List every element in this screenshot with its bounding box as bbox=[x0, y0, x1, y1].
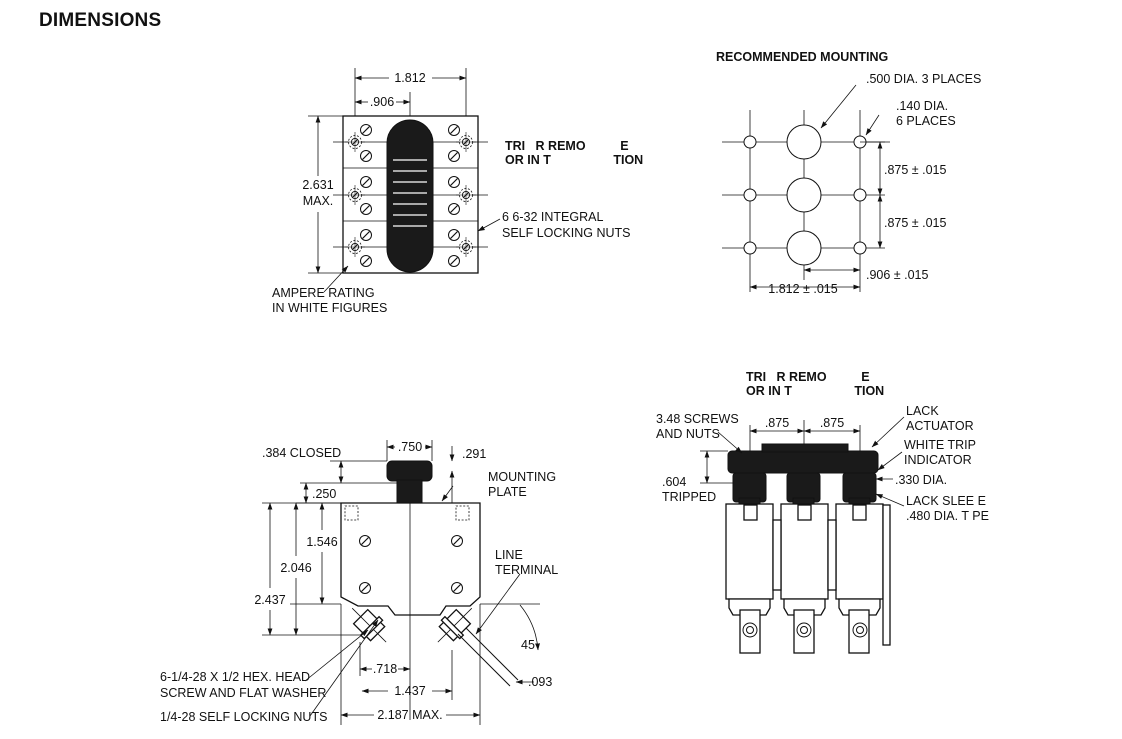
page-title: DIMENSIONS bbox=[39, 10, 162, 31]
black-actuator bbox=[727, 450, 879, 474]
pole-body bbox=[835, 503, 884, 654]
large-hole-label: .500 DIA. 3 PLACES bbox=[866, 72, 981, 86]
mount-hole-large bbox=[786, 230, 822, 266]
mount-hole-large bbox=[786, 177, 822, 213]
line-terminal-line1: LINE bbox=[495, 548, 523, 562]
actuator-top bbox=[386, 119, 434, 273]
cap-offset-dim: .291 bbox=[462, 447, 486, 461]
cap-width-dim: .750 bbox=[398, 440, 422, 454]
mounting-plate-line2: PLATE bbox=[488, 485, 527, 499]
trip-indicator-line2: INDICATOR bbox=[904, 453, 972, 467]
small-hole-label-line1: .140 DIA. bbox=[896, 99, 948, 113]
self-locking-nuts-label: 1/4-28 SELF LOCKING NUTS bbox=[160, 710, 327, 724]
top-view: 1.812 .906 2.631 MAX. TRI R REMO E OR IN… bbox=[272, 68, 643, 315]
dia-330-label: .330 DIA. bbox=[895, 473, 947, 487]
top-height-dim: 2.631 bbox=[302, 178, 333, 192]
actuator-label-line2: ACTUATOR bbox=[906, 419, 974, 433]
side-view: .384 CLOSED .750 .291 .250 MOUNTING PLAT… bbox=[160, 440, 558, 725]
actuator-label-line1: LACK bbox=[906, 404, 939, 418]
pole-body bbox=[725, 503, 774, 654]
sleeve-label-line2: .480 DIA. T PE bbox=[906, 509, 989, 523]
breaker-body-side bbox=[340, 502, 481, 616]
mount-width: 1.812 ± .015 bbox=[768, 282, 837, 296]
pole-body bbox=[780, 503, 829, 654]
height-2437-dim: 2.437 bbox=[254, 593, 285, 607]
top-nuts-line1: 6 6-32 INTEGRAL bbox=[502, 210, 603, 224]
front-orientation-line1: TRI R REMO E bbox=[746, 370, 870, 384]
ampere-rating-line2: IN WHITE FIGURES bbox=[272, 301, 387, 315]
tripped-label: TRIPPED bbox=[662, 490, 716, 504]
mount-hole-large bbox=[786, 124, 822, 160]
tripped-dim: .604 bbox=[662, 475, 686, 489]
screw-label-line2: SCREW AND FLAT WASHER bbox=[160, 686, 326, 700]
plate-thickness-dim: .250 bbox=[312, 487, 336, 501]
dim-718: .718 bbox=[373, 662, 397, 676]
closed-dim: .384 CLOSED bbox=[262, 446, 341, 460]
top-width-dim: 1.812 bbox=[394, 71, 425, 85]
small-hole-label-line2: 6 PLACES bbox=[896, 114, 956, 128]
front-pitch-2: .875 bbox=[820, 416, 844, 430]
mounting-heading: RECOMMENDED MOUNTING bbox=[716, 50, 888, 64]
top-height-max: MAX. bbox=[303, 194, 334, 208]
dim-093: .093 bbox=[528, 675, 552, 689]
front-orientation-line2: OR IN T TION bbox=[746, 384, 884, 398]
top-half-dim: .906 bbox=[370, 95, 394, 109]
angle-dim: 45 bbox=[521, 638, 535, 652]
front-view: TRI R REMO E OR IN T TION 3.48 SCREWS AN… bbox=[656, 370, 989, 654]
screw-label-line1: 6-1/4-28 X 1/2 HEX. HEAD bbox=[160, 670, 310, 684]
dim-1437: 1.437 bbox=[394, 684, 425, 698]
actuator-side bbox=[386, 460, 433, 482]
screws-nuts-line1: 3.48 SCREWS bbox=[656, 412, 739, 426]
mount-half-width: .906 ± .015 bbox=[866, 268, 929, 282]
trip-indicator-line1: WHITE TRIP bbox=[904, 438, 976, 452]
screws-nuts-line2: AND NUTS bbox=[656, 427, 720, 441]
dim-2187-max: 2.187 MAX. bbox=[377, 708, 442, 722]
mounting-plate-line1: MOUNTING bbox=[488, 470, 556, 484]
mounting-pattern: RECOMMENDED MOUNTING .500 DIA. 3 PLACES … bbox=[716, 50, 981, 296]
front-pitch-1: .875 bbox=[765, 416, 789, 430]
mount-pitch-2: .875 ± .015 bbox=[884, 216, 947, 230]
height-2046-dim: 2.046 bbox=[280, 561, 311, 575]
ampere-rating-line1: AMPERE RATING bbox=[272, 286, 375, 300]
sleeve-label-line1: LACK SLEE E bbox=[906, 494, 986, 508]
height-1546-dim: 1.546 bbox=[306, 535, 337, 549]
mount-pitch-1: .875 ± .015 bbox=[884, 163, 947, 177]
line-terminal-line2: TERMINAL bbox=[495, 563, 558, 577]
top-orientation-line2: OR IN T TION bbox=[505, 153, 643, 167]
top-orientation-line1: TRI R REMO E bbox=[505, 139, 629, 153]
top-nuts-line2: SELF LOCKING NUTS bbox=[502, 226, 631, 240]
